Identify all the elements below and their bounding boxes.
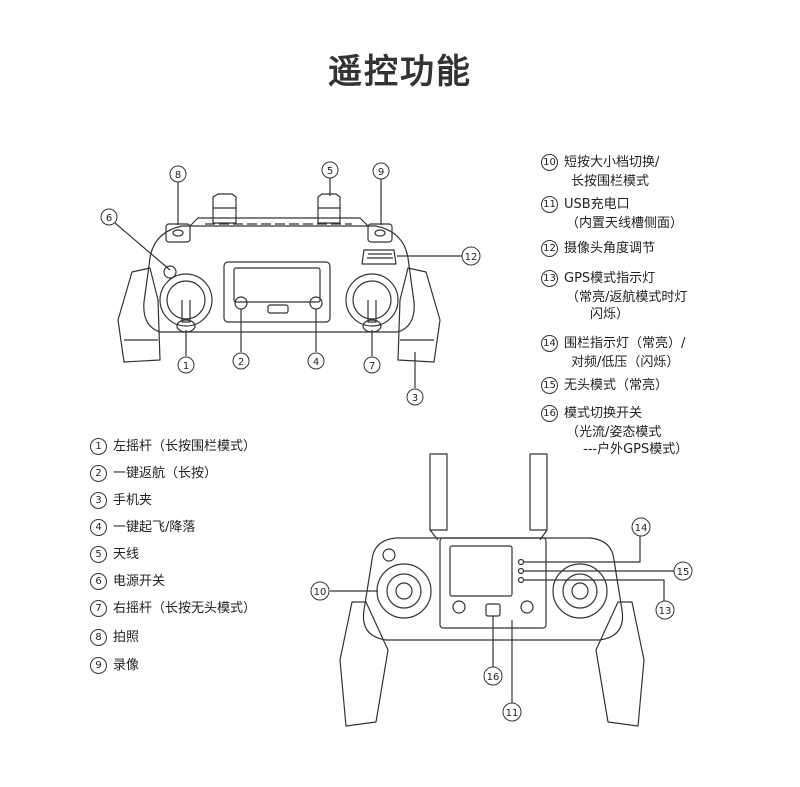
legend-item-11-line2: （内置天线槽侧面） <box>566 216 684 231</box>
takeoff-button <box>309 296 323 310</box>
callout-14: 14 <box>631 517 651 537</box>
legend-item-10-line2: 长按围栏模式 <box>571 174 650 189</box>
front-left-stick <box>376 563 432 619</box>
callout-15-label: 15 <box>677 567 690 578</box>
headless-led <box>517 567 525 575</box>
front-right-stick <box>552 563 608 619</box>
callout-3-label: 3 <box>412 393 418 404</box>
front-grip-right <box>595 601 645 727</box>
controller-front-body <box>362 537 624 641</box>
camera-wheel <box>361 249 397 265</box>
callout-12: 12 <box>461 246 481 266</box>
gps-led <box>517 576 525 584</box>
callout-12-label: 12 <box>465 252 478 263</box>
legend-item-13-line3: 闪烁） <box>590 307 630 322</box>
screen <box>233 267 321 303</box>
callout-16-label: 16 <box>487 672 500 683</box>
callout-2: 2 <box>232 352 250 370</box>
antenna-front-right <box>529 453 548 531</box>
antenna-left <box>212 193 237 224</box>
callout-1: 1 <box>177 356 195 374</box>
controller-body <box>143 225 415 333</box>
legend-item-13-line2: （常亮/返航模式时灯 <box>566 290 688 305</box>
left-stick-ring <box>159 273 213 327</box>
callout-7-label: 7 <box>369 361 375 372</box>
callout-8-label: 8 <box>175 170 181 181</box>
right-stick-shaft <box>367 300 377 323</box>
callout-5: 5 <box>321 161 339 179</box>
front-mode-switch <box>485 603 501 617</box>
front-screen-frame <box>439 537 547 629</box>
mode-switch <box>267 304 289 314</box>
callout-9: 9 <box>372 162 390 180</box>
callout-11-label: 11 <box>506 708 519 719</box>
callout-1-label: 1 <box>183 361 189 372</box>
screen-frame <box>223 261 331 323</box>
callout-10-label: 10 <box>314 587 327 598</box>
antenna-right <box>317 193 341 224</box>
callout-5-label: 5 <box>327 166 333 177</box>
legend-item-16-line3: ---户外GPS模式） <box>583 442 689 457</box>
callout-4-label: 4 <box>313 357 319 368</box>
callout-9-label: 9 <box>378 167 384 178</box>
callout-10: 10 <box>310 581 330 601</box>
legend-item-16-line2: （光流/姿态模式 <box>566 425 662 440</box>
record-button-body <box>367 223 393 243</box>
power-button <box>163 265 177 279</box>
antenna-front-left <box>429 453 448 531</box>
callout-7: 7 <box>363 356 381 374</box>
callout-13-label: 13 <box>659 606 672 617</box>
callout-4: 4 <box>307 352 325 370</box>
page-title: 遥控功能 <box>328 52 472 92</box>
callout-6: 6 <box>100 208 118 226</box>
grip-left <box>117 267 161 363</box>
legend-item-14-line2: 对频/低压（闪烁） <box>571 355 680 370</box>
grip-right <box>397 267 441 363</box>
fence-led <box>517 558 525 566</box>
callout-8: 8 <box>169 165 187 183</box>
front-screen <box>449 545 513 597</box>
callout-14-label: 14 <box>635 523 648 534</box>
callout-15: 15 <box>673 561 693 581</box>
callout-3: 3 <box>406 388 424 406</box>
controller-top-view <box>117 193 441 363</box>
callout-16: 16 <box>483 666 503 686</box>
left-stick-shaft <box>181 300 191 323</box>
callout-6-label: 6 <box>106 213 112 224</box>
front-grip-left <box>339 601 389 727</box>
rth-button <box>234 296 248 310</box>
callout-11: 11 <box>502 702 522 722</box>
callout-13: 13 <box>655 600 675 620</box>
callout-2-label: 2 <box>238 357 244 368</box>
right-stick-ring <box>345 273 399 327</box>
